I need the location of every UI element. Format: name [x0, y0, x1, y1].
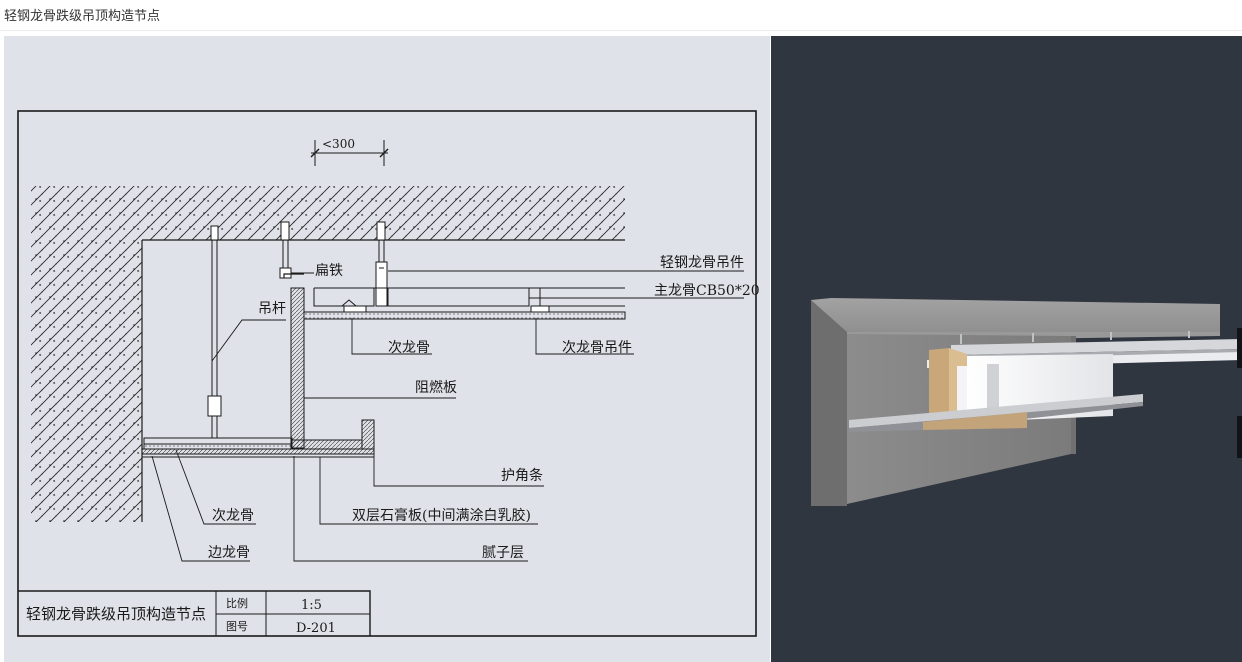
- title-block: [18, 590, 371, 636]
- drawing-frame: [17, 110, 757, 637]
- label-secondary-keel-top: 次龙骨: [388, 340, 430, 356]
- label-flat-iron: 扁铁: [315, 263, 343, 279]
- title-block-drawing-no-label: 图号: [226, 620, 248, 633]
- label-edge-keel: 边龙骨: [208, 545, 250, 561]
- 3d-model-viewport[interactable]: [771, 36, 1242, 662]
- hanger-rods: [207, 221, 388, 438]
- page-title: 轻钢龙骨跌级吊顶构造节点: [4, 9, 161, 24]
- label-secondary-keel-bottom: 次龙骨: [212, 508, 254, 524]
- 3d-model-render: [811, 298, 1242, 506]
- dimension-line: [310, 140, 389, 166]
- viewport-edge-handle-lower[interactable]: [1237, 416, 1242, 458]
- page-header: 轻钢龙骨跌级吊顶构造节点: [0, 0, 1242, 31]
- lower-ceiling: [141, 419, 375, 458]
- model-slab: [811, 298, 1220, 335]
- title-block-name: 轻钢龙骨跌级吊顶构造节点: [26, 605, 206, 623]
- title-block-scale-label: 比例: [226, 596, 248, 610]
- label-hanger-fitting: 轻钢龙骨吊件: [660, 255, 744, 271]
- model-fire-board: [929, 348, 949, 426]
- title-block-scale-value: 1:5: [301, 598, 322, 613]
- label-corner-strip: 护角条: [501, 467, 543, 484]
- concrete-slab: [31, 186, 625, 240]
- label-fire-board: 阻燃板: [415, 379, 457, 396]
- fire-retardant-board: [290, 287, 305, 449]
- label-putty-layer: 腻子层: [482, 545, 524, 561]
- cad-drawing: <300: [17, 110, 760, 637]
- label-main-keel: 主龙骨CB50*20: [654, 283, 760, 299]
- label-secondary-keel-hanger: 次龙骨吊件: [562, 340, 632, 356]
- model-drop-panel: [849, 354, 1143, 432]
- upper-gypsum-board: [303, 311, 626, 320]
- title-block-drawing-no-value: D-201: [296, 621, 336, 636]
- cad-drawing-pane: <300: [4, 36, 770, 662]
- label-gypsum-board: 双层石膏板(中间满涂白乳胶): [352, 507, 531, 524]
- concrete-wall: [31, 240, 142, 522]
- main-keel: [313, 287, 625, 307]
- viewport-edge-handle[interactable]: [1237, 328, 1242, 368]
- leader-lines: [151, 270, 744, 562]
- label-hanger-rod: 吊杆: [258, 301, 286, 317]
- dimension-label: <300: [322, 137, 355, 151]
- flat-iron: [283, 273, 304, 278]
